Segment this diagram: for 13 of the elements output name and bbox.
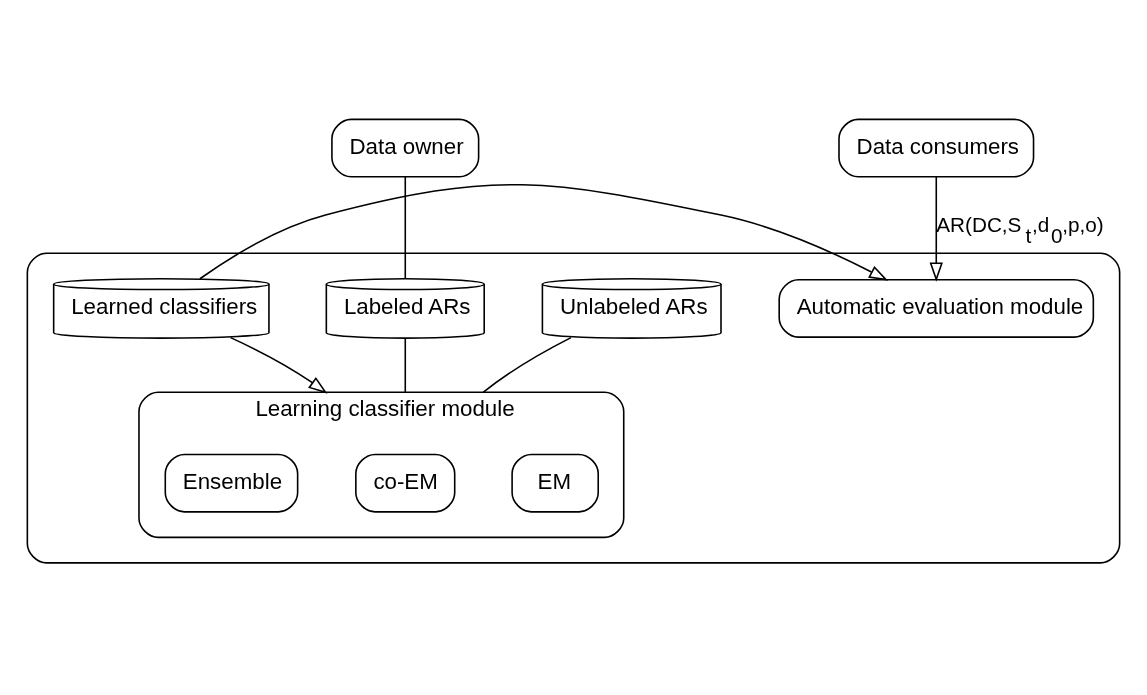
node-box: co-EM <box>355 453 456 513</box>
node-box: Data owner <box>331 118 480 178</box>
arrow <box>229 336 328 394</box>
arrow <box>199 184 889 281</box>
connector <box>482 336 572 394</box>
node-box: EM <box>511 453 599 513</box>
cluster <box>26 252 1121 564</box>
arrow <box>929 176 943 282</box>
node-box: Automatic evaluation module <box>778 278 1095 338</box>
connector <box>404 176 407 280</box>
node-box: Data consumers <box>838 118 1035 178</box>
node-box: Ensemble <box>164 453 299 513</box>
connector <box>404 337 407 394</box>
